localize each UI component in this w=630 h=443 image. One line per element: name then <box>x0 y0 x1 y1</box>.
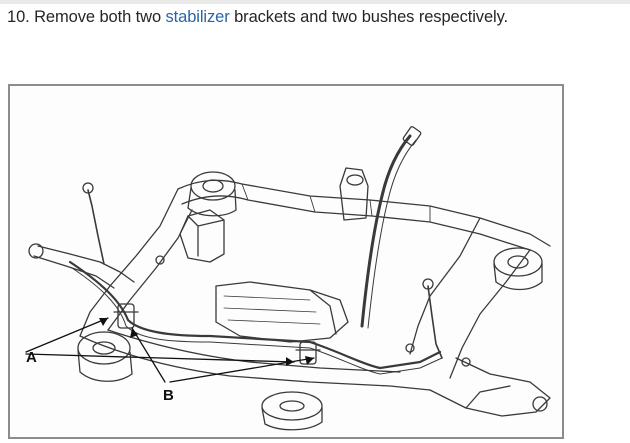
instruction-suffix: brackets and two bushes respectively. <box>229 8 508 26</box>
callout-a-label: A <box>26 349 37 366</box>
instruction-prefix: 10. Remove both two <box>7 8 166 26</box>
instruction-text: 10. Remove both two stabilizer brackets … <box>7 7 508 27</box>
callout-b-label: B <box>163 387 174 404</box>
stabilizer-link[interactable]: stabilizer <box>165 8 230 26</box>
subframe-diagram: A B <box>8 84 564 439</box>
top-divider <box>0 0 630 4</box>
subframe-drawing <box>25 126 551 431</box>
